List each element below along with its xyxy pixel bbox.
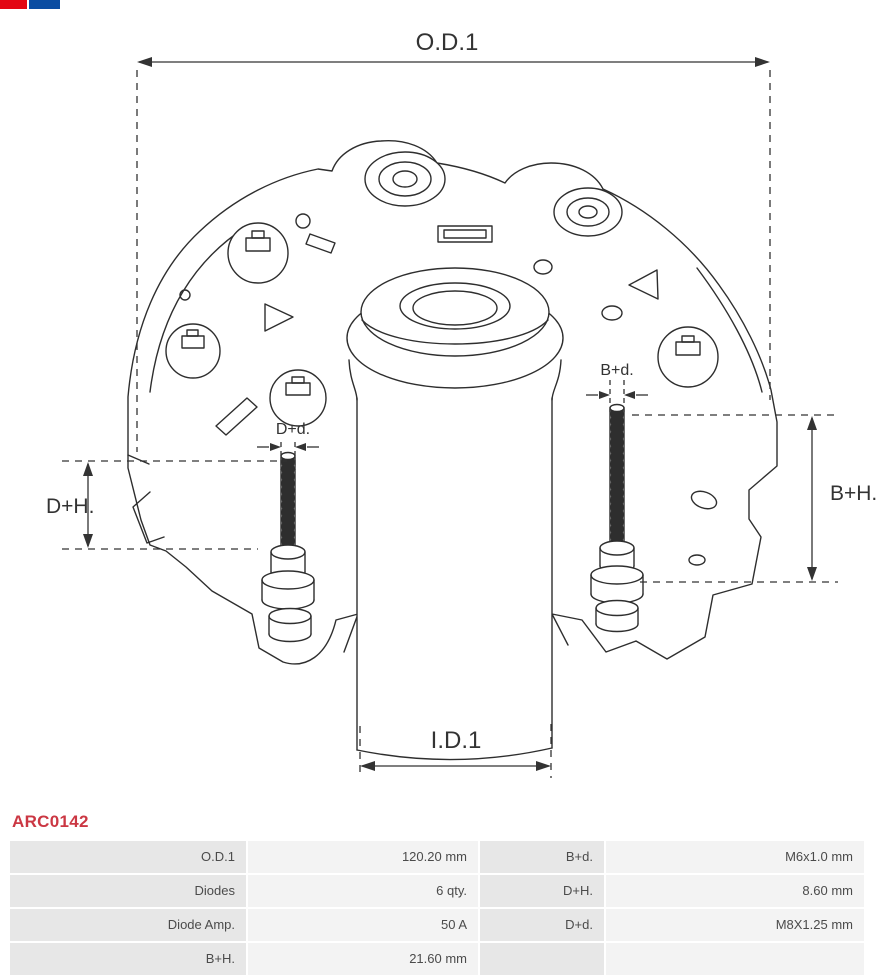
logo-red-fragment — [0, 0, 27, 9]
stud-bolt-left — [261, 451, 315, 643]
dim-bplus-h-label: B+H. — [830, 482, 877, 505]
dim-od1-label: O.D.1 — [416, 29, 479, 56]
spec-value: M6x1.0 mm — [606, 841, 864, 873]
spec-value: 6 qty. — [248, 875, 478, 907]
dim-id1-label: I.D.1 — [431, 727, 482, 754]
direction-triangles — [264, 269, 659, 332]
spec-label: Diodes — [10, 875, 246, 907]
grommet-top-right — [553, 187, 623, 237]
as-pl-logo — [0, 0, 60, 9]
dim-dplus-d-label: D+d. — [276, 421, 310, 438]
dim-dplus-h-label: D+H. — [46, 495, 94, 518]
vent-slots — [215, 225, 493, 436]
center-tube — [346, 267, 564, 761]
spec-value: 8.60 mm — [606, 875, 864, 907]
spec-label: Diode Amp. — [10, 909, 246, 941]
dimension-lines — [62, 61, 838, 778]
spec-label: O.D.1 — [10, 841, 246, 873]
part-code: ARC0142 — [12, 812, 89, 831]
mounting-holes — [179, 213, 718, 566]
spec-value — [606, 943, 864, 975]
dimension-arrowheads — [83, 57, 817, 771]
diode-circles — [165, 222, 719, 427]
spec-table: O.D.1 120.20 mm B+d. M6x1.0 mm Diodes 6 … — [10, 841, 870, 975]
spec-value: 50 A — [248, 909, 478, 941]
dimension-labels: O.D.1 I.D.1 D+H. B+H. B+d. D+d. — [46, 29, 877, 754]
logo-blue-fragment — [29, 0, 60, 9]
spec-label: B+H. — [10, 943, 246, 975]
technical-drawing: O.D.1 I.D.1 D+H. B+H. B+d. D+d. — [46, 29, 877, 778]
spec-value: 120.20 mm — [248, 841, 478, 873]
spec-label: B+d. — [480, 841, 604, 873]
spec-label: D+d. — [480, 909, 604, 941]
spec-label: D+H. — [480, 875, 604, 907]
grommet-top-left — [364, 151, 446, 207]
spec-value: M8X1.25 mm — [606, 909, 864, 941]
plate-edge-details — [127, 226, 763, 653]
spec-label — [480, 943, 604, 975]
stud-bolt-right — [590, 403, 644, 633]
spec-value: 21.60 mm — [248, 943, 478, 975]
dim-bplus-d-label: B+d. — [600, 362, 633, 379]
